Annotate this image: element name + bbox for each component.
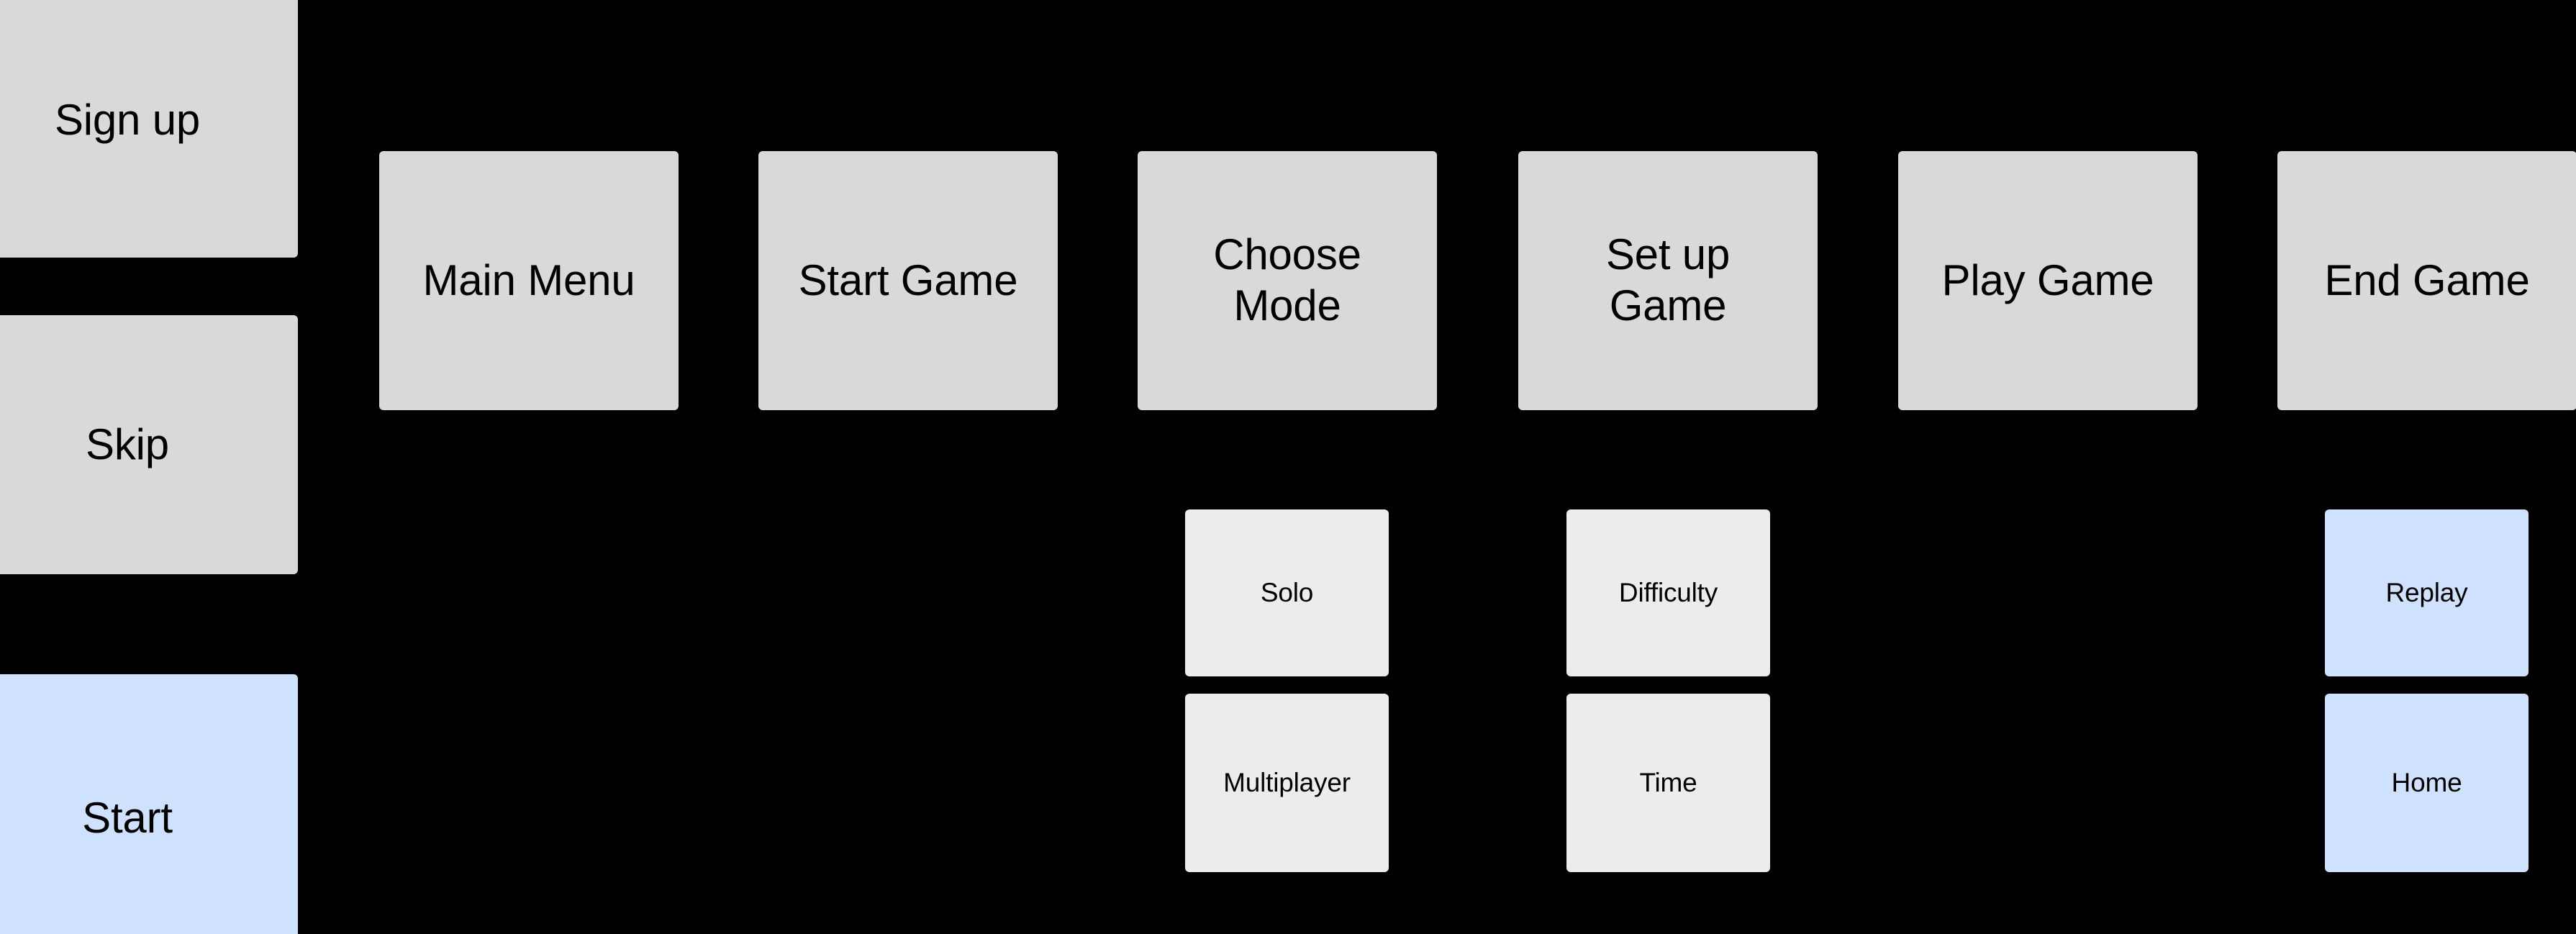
node-label: Time bbox=[1639, 768, 1697, 798]
option-node-opt-home[interactable]: Home bbox=[2325, 694, 2529, 872]
option-node-opt-solo[interactable]: Solo bbox=[1185, 509, 1389, 676]
stage-node-set-up-game[interactable]: Set up Game bbox=[1518, 151, 1818, 410]
node-label: Sign up bbox=[54, 95, 201, 144]
option-node-opt-replay[interactable]: Replay bbox=[2325, 509, 2529, 676]
node-label: Choose Mode bbox=[1213, 230, 1361, 330]
node-label: Start Game bbox=[798, 255, 1018, 304]
stage-node-play-game[interactable]: Play Game bbox=[1898, 151, 2198, 410]
option-node-opt-difficulty[interactable]: Difficulty bbox=[1566, 509, 1770, 676]
stage-node-main-menu[interactable]: Main Menu bbox=[379, 151, 679, 410]
entry-node-sign-up[interactable]: Sign up bbox=[0, 0, 298, 258]
option-node-opt-multiplayer[interactable]: Multiplayer bbox=[1185, 694, 1389, 872]
node-label: Difficulty bbox=[1618, 578, 1718, 608]
node-label: Main Menu bbox=[422, 255, 635, 304]
node-label: Play Game bbox=[1941, 255, 2154, 304]
node-label: Start bbox=[82, 793, 173, 842]
node-label: Replay bbox=[2385, 578, 2468, 608]
node-label: End Game bbox=[2324, 255, 2530, 304]
node-label: Multiplayer bbox=[1223, 768, 1351, 798]
node-label: Solo bbox=[1260, 578, 1314, 608]
stage-node-start-game[interactable]: Start Game bbox=[758, 151, 1058, 410]
entry-node-skip[interactable]: Skip bbox=[0, 315, 298, 574]
entry-node-start[interactable]: Start bbox=[0, 674, 298, 934]
node-label: Set up Game bbox=[1605, 230, 1731, 330]
node-label: Home bbox=[2391, 768, 2462, 798]
option-node-opt-time[interactable]: Time bbox=[1566, 694, 1770, 872]
node-label: Skip bbox=[86, 420, 169, 468]
stage-node-choose-mode[interactable]: Choose Mode bbox=[1138, 151, 1437, 410]
stage-node-end-game[interactable]: End Game bbox=[2277, 151, 2576, 410]
